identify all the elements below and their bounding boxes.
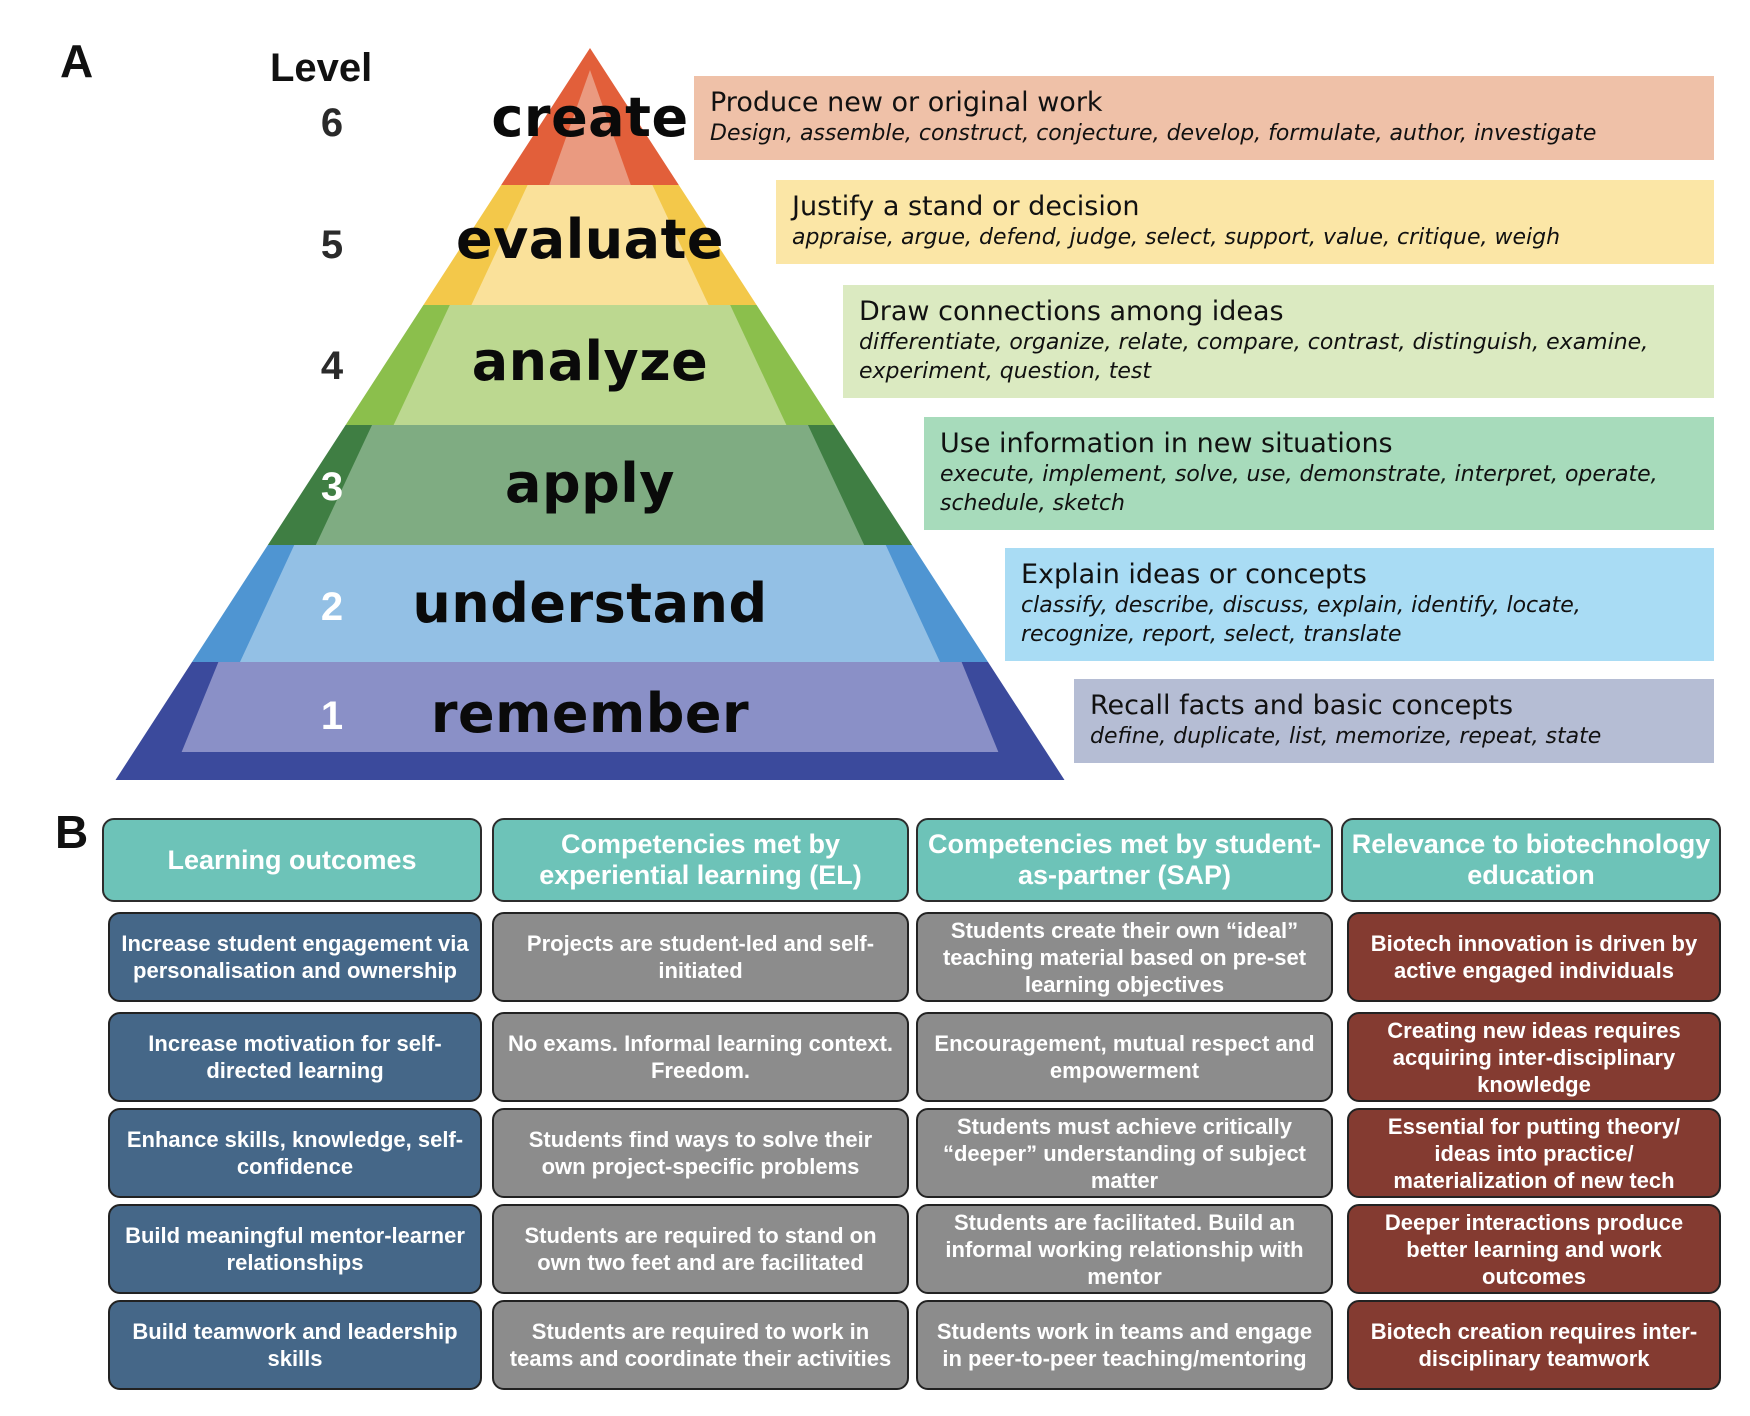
description-verbs: Design, assemble, construct, conjecture,… xyxy=(710,121,1597,146)
level-number-2: 2 xyxy=(320,585,344,629)
table-cell-el-competency: No exams. Informal learning context. Fre… xyxy=(492,1012,909,1102)
pyramid-band-apply xyxy=(315,425,865,545)
level-number-5: 5 xyxy=(320,223,344,267)
description-verbs: classify, describe, discuss, explain, id… xyxy=(1021,593,1581,647)
level-word-analyze: analyze xyxy=(471,330,709,393)
description-title: Use information in new situations xyxy=(940,428,1393,459)
pyramid-band-create xyxy=(549,70,631,185)
pyramid-band-analyze xyxy=(393,305,787,425)
description-verbs: differentiate, organize, relate, compare… xyxy=(859,330,1649,384)
table-cell-learning-outcome: Build teamwork and leadership skills xyxy=(108,1300,482,1390)
level-number-3: 3 xyxy=(320,465,344,509)
description-title: Draw connections among ideas xyxy=(859,296,1284,327)
bloom-pyramid xyxy=(115,48,1065,780)
level-number-1: 1 xyxy=(320,694,344,738)
table-cell-biotech-relevance: Deeper interactions produce better learn… xyxy=(1347,1204,1721,1294)
table-cell-sap-competency: Students are facilitated. Build an infor… xyxy=(916,1204,1333,1294)
table-cell-sap-competency: Students create their own “ideal” teachi… xyxy=(916,912,1333,1002)
pyramid-band-evaluate xyxy=(471,185,709,305)
level-number-4: 4 xyxy=(320,344,344,388)
table-cell-learning-outcome: Enhance skills, knowledge, self-confiden… xyxy=(108,1108,482,1198)
table-cell-learning-outcome: Build meaningful mentor-learner relation… xyxy=(108,1204,482,1294)
description-title: Explain ideas or concepts xyxy=(1021,559,1367,590)
description-verbs: define, duplicate, list, memorize, repea… xyxy=(1090,724,1602,749)
panel-b-letter: B xyxy=(55,806,89,858)
column-header-sap-competency: Competencies met by student-as-partner (… xyxy=(916,818,1333,902)
column-header-el-competency: Competencies met by experiential learnin… xyxy=(492,818,909,902)
table-cell-learning-outcome: Increase student engagement via personal… xyxy=(108,912,482,1002)
table-cell-sap-competency: Students must achieve critically “deeper… xyxy=(916,1108,1333,1198)
description-title: Recall facts and basic concepts xyxy=(1090,690,1514,721)
description-verbs: appraise, argue, defend, judge, select, … xyxy=(792,225,1561,250)
description-verbs: execute, implement, solve, use, demonstr… xyxy=(940,462,1658,516)
table-cell-biotech-relevance: Biotech creation requires inter-discipli… xyxy=(1347,1300,1721,1390)
table-cell-biotech-relevance: Creating new ideas requires acquiring in… xyxy=(1347,1012,1721,1102)
level-word-create: create xyxy=(491,86,689,149)
description-title: Produce new or original work xyxy=(710,87,1103,118)
level-word-evaluate: evaluate xyxy=(455,208,725,271)
level-word-apply: apply xyxy=(505,452,675,515)
panel-a-letter: A xyxy=(60,35,94,87)
pyramid-band-understand xyxy=(239,545,941,662)
description-box-evaluate: Justify a stand or decision appraise, arg… xyxy=(776,180,1714,264)
table-cell-el-competency: Students are required to work in teams a… xyxy=(492,1300,909,1390)
level-word-remember: remember xyxy=(430,682,750,745)
table-cell-learning-outcome: Increase motivation for self-directed le… xyxy=(108,1012,482,1102)
level-number-6: 6 xyxy=(320,101,344,145)
table-cell-biotech-relevance: Essential for putting theory/ ideas into… xyxy=(1347,1108,1721,1198)
table-cell-sap-competency: Encouragement, mutual respect and empowe… xyxy=(916,1012,1333,1102)
table-cell-sap-competency: Students work in teams and engage in pee… xyxy=(916,1300,1333,1390)
description-title: Justify a stand or decision xyxy=(792,191,1140,222)
table-cell-el-competency: Students find ways to solve their own pr… xyxy=(492,1108,909,1198)
table-cell-biotech-relevance: Biotech innovation is driven by active e… xyxy=(1347,912,1721,1002)
table-cell-el-competency: Projects are student-led and self-initia… xyxy=(492,912,909,1002)
description-box-remember: Recall facts and basic concepts define, d… xyxy=(1074,679,1714,763)
level-heading: Level xyxy=(270,46,373,90)
column-header-biotech-relevance: Relevance to biotechnology education xyxy=(1341,818,1721,902)
level-word-understand: understand xyxy=(412,572,768,635)
column-header-learning-outcome: Learning outcomes xyxy=(102,818,482,902)
pyramid-band-remember xyxy=(181,662,999,752)
table-cell-el-competency: Students are required to stand on own tw… xyxy=(492,1204,909,1294)
